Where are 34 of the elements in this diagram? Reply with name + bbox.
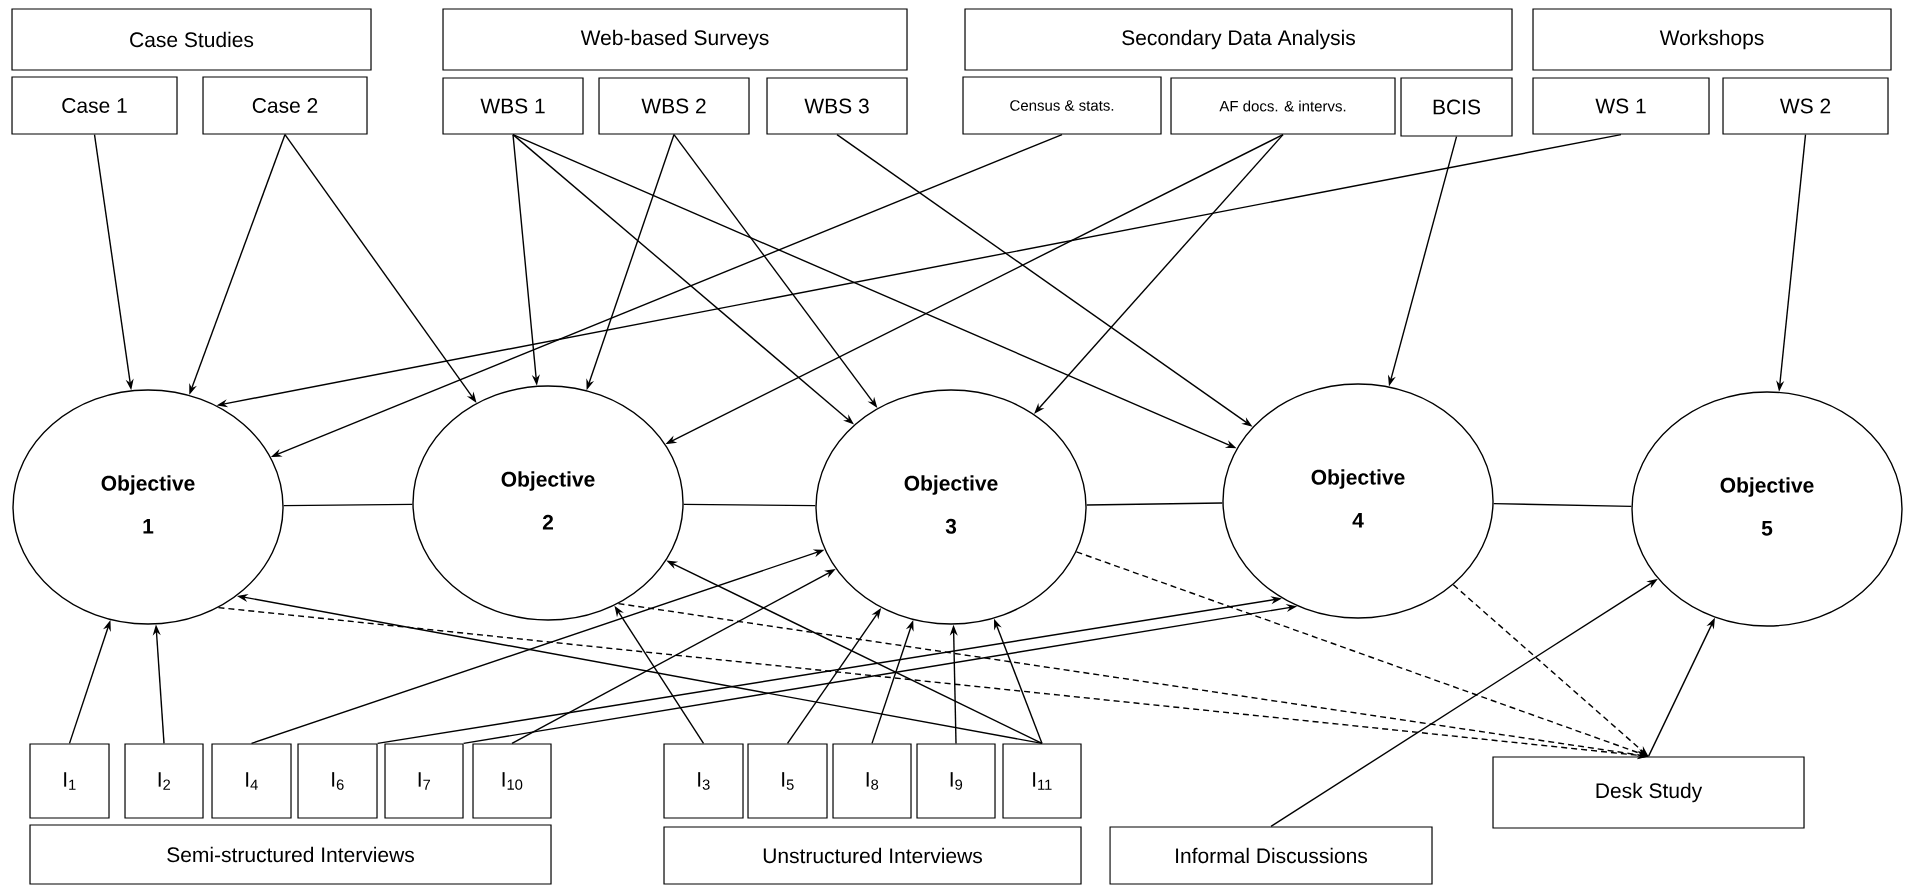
method-box: Census & stats. (962, 76, 1162, 135)
method-box: Informal Discussions (1109, 826, 1433, 885)
method-box: Workshops (1532, 8, 1892, 71)
method-box: Web-based Surveys (442, 8, 908, 71)
method-box: Case Studies (11, 8, 372, 71)
method-box: I$_{10}$ (472, 743, 552, 819)
method-box: Case 2 (202, 76, 368, 135)
method-box: Secondary Data Analysis (964, 8, 1513, 71)
method-box: I$_{4}$ (211, 743, 292, 819)
connector-line (1086, 502, 1224, 506)
method-box: WS 2 (1722, 77, 1889, 135)
method-box: Case 1 (11, 76, 178, 135)
method-box: Semi-structured Interviews (29, 824, 552, 885)
method-box: WBS 3 (766, 77, 908, 135)
method-box: BCIS (1400, 77, 1513, 137)
method-box: I$_{3}$ (663, 743, 744, 819)
connector-line (1492, 502, 1633, 508)
method-box: I$_{1}$ (29, 743, 110, 819)
method-box: I$_{11}$ (1002, 743, 1082, 819)
method-box: I$_{2}$ (124, 743, 204, 819)
method-box: WBS 2 (598, 77, 750, 135)
method-box: I$_{7}$ (384, 743, 464, 819)
method-box: I$_{9}$ (916, 743, 996, 819)
method-box: Unstructured Interviews (663, 826, 1082, 885)
method-box: I$_{6}$ (297, 743, 378, 819)
method-box: AF docs. & intervs. (1170, 77, 1396, 135)
method-box: I$_{5}$ (747, 743, 828, 819)
method-box: WS 1 (1532, 77, 1710, 135)
method-box: WBS 1 (442, 77, 584, 135)
method-box: I$_{8}$ (832, 743, 912, 819)
connector-line (283, 503, 414, 507)
arrow (1034, 133, 1284, 414)
connector-line (683, 503, 817, 507)
method-box: Desk Study (1492, 756, 1805, 829)
